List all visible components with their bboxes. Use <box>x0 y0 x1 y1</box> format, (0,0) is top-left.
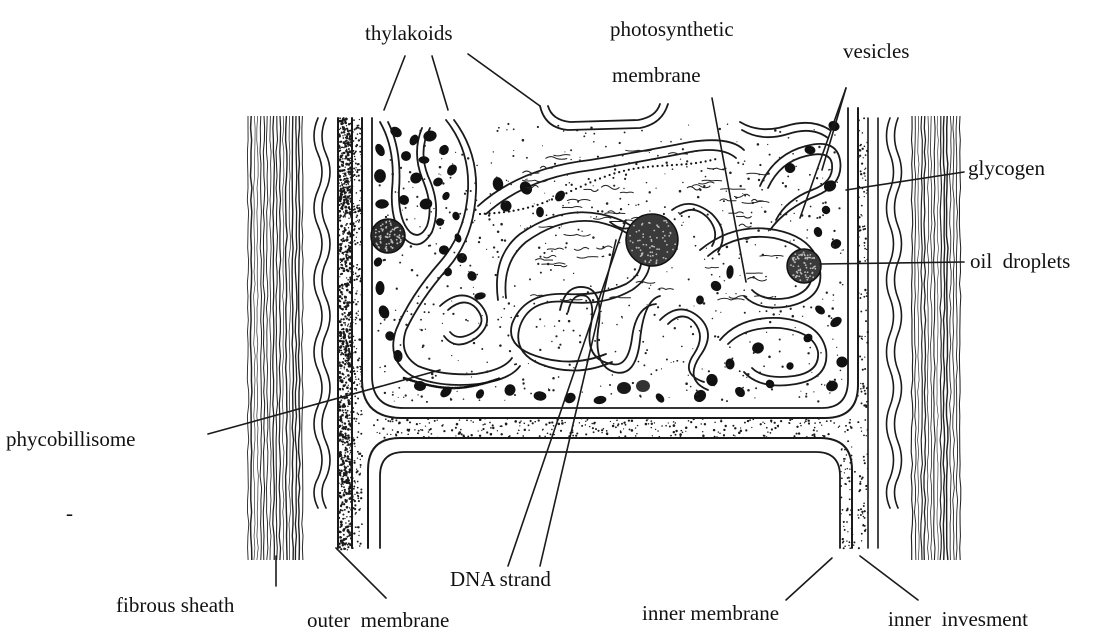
label-inner-membrane: inner membrane <box>642 601 779 625</box>
label-vesicles: vesicles <box>843 39 909 63</box>
label-outer-membrane: outer membrane <box>307 608 449 632</box>
outer-membrane <box>338 118 878 548</box>
label-membrane: membrane <box>612 63 701 87</box>
label-inner-invesment: inner invesment <box>888 607 1028 631</box>
fibrous-sheath-right <box>911 116 961 560</box>
label-thylakoids: thylakoids <box>365 21 453 45</box>
label-photosynthetic: photosynthetic <box>610 17 734 41</box>
label-dna-strand: DNA strand <box>450 567 551 591</box>
stray-mark: - <box>66 501 73 525</box>
label-phycobillisome: phycobillisome <box>6 427 136 451</box>
label-oil-droplets: oil droplets <box>970 249 1070 273</box>
label-glycogen: glycogen <box>968 156 1045 180</box>
lower-cell <box>368 438 852 548</box>
cell-wall-wavy-lines <box>314 118 902 508</box>
fibrous-sheath-left <box>247 116 303 560</box>
label-fibrous-sheath: fibrous sheath <box>116 593 235 617</box>
labels: thylakoids photosynthetic membrane vesic… <box>6 17 1070 632</box>
